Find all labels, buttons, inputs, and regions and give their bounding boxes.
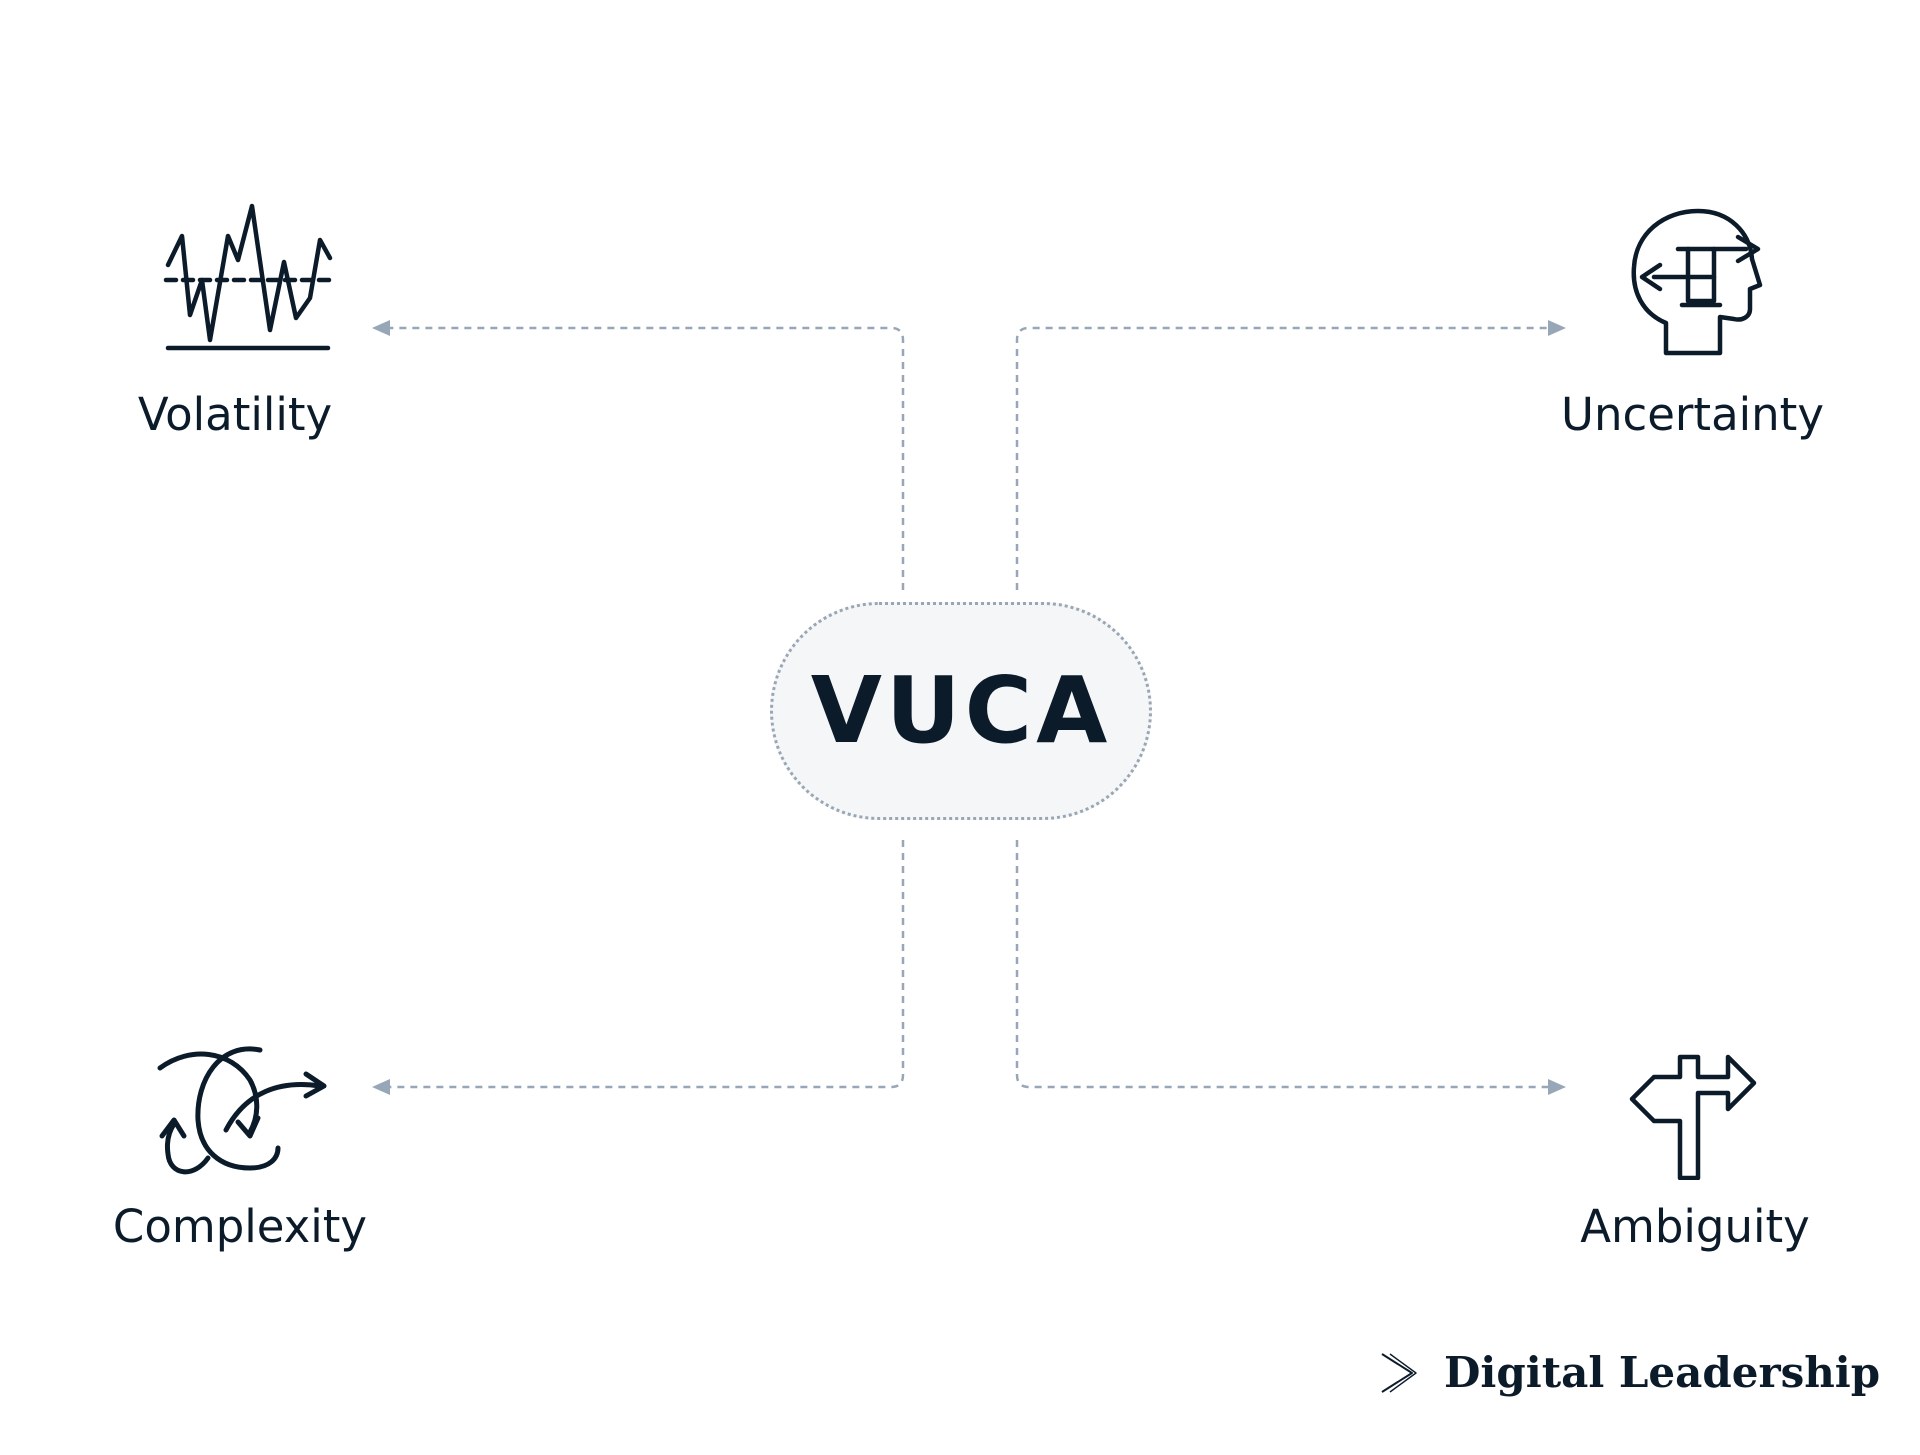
vuca-title: VUCA	[810, 657, 1112, 764]
head-with-arrows-icon	[1631, 208, 1763, 356]
connector-to-complexity	[372, 840, 905, 1095]
volatility-label: Volatility	[137, 388, 333, 441]
chevron-logo-icon	[1381, 1352, 1417, 1393]
vuca-center-node: VUCA	[770, 602, 1152, 820]
signpost-icon	[1629, 1054, 1757, 1180]
brand-logo: Digital Leadership	[1378, 1348, 1880, 1397]
connector-to-uncertainty	[1015, 320, 1566, 590]
complexity-label: Complexity	[112, 1200, 368, 1253]
volatility-wave-icon	[163, 203, 333, 351]
connector-to-ambiguity	[1015, 840, 1566, 1095]
uncertainty-label: Uncertainty	[1561, 388, 1824, 441]
brand-name: Digital Leadership	[1444, 1348, 1881, 1397]
connector-to-volatility	[372, 320, 905, 590]
ambiguity-label: Ambiguity	[1580, 1200, 1810, 1253]
tangled-arrows-icon	[157, 1046, 327, 1175]
